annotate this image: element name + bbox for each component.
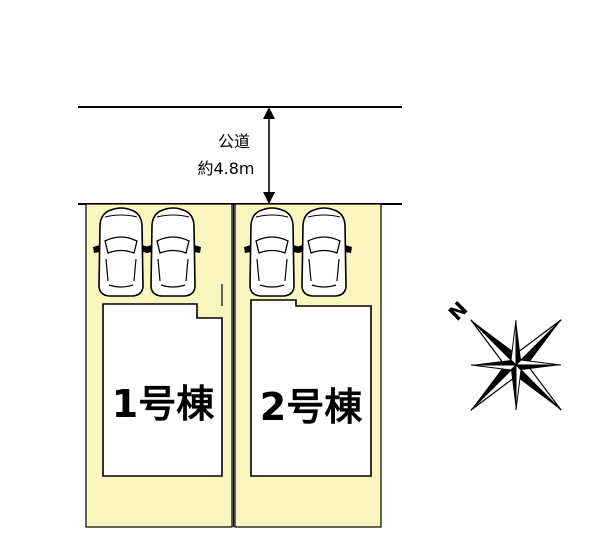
- building-2-label: 2号棟: [260, 385, 363, 429]
- road-label: 公道: [218, 132, 250, 151]
- car-icon: [243, 207, 301, 297]
- car-icon: [295, 207, 353, 297]
- building-2-footprint: [250, 299, 372, 477]
- dimension-arrow-icon: [263, 107, 275, 204]
- building-1-label: 1号棟: [112, 382, 215, 426]
- compass-rose-icon: [470, 319, 562, 411]
- road-width-label: 約4.8m: [197, 159, 254, 178]
- north-label: N: [444, 297, 473, 326]
- building-1-footprint: [102, 303, 223, 477]
- car-icon: [144, 207, 202, 297]
- car-icon: [92, 207, 150, 297]
